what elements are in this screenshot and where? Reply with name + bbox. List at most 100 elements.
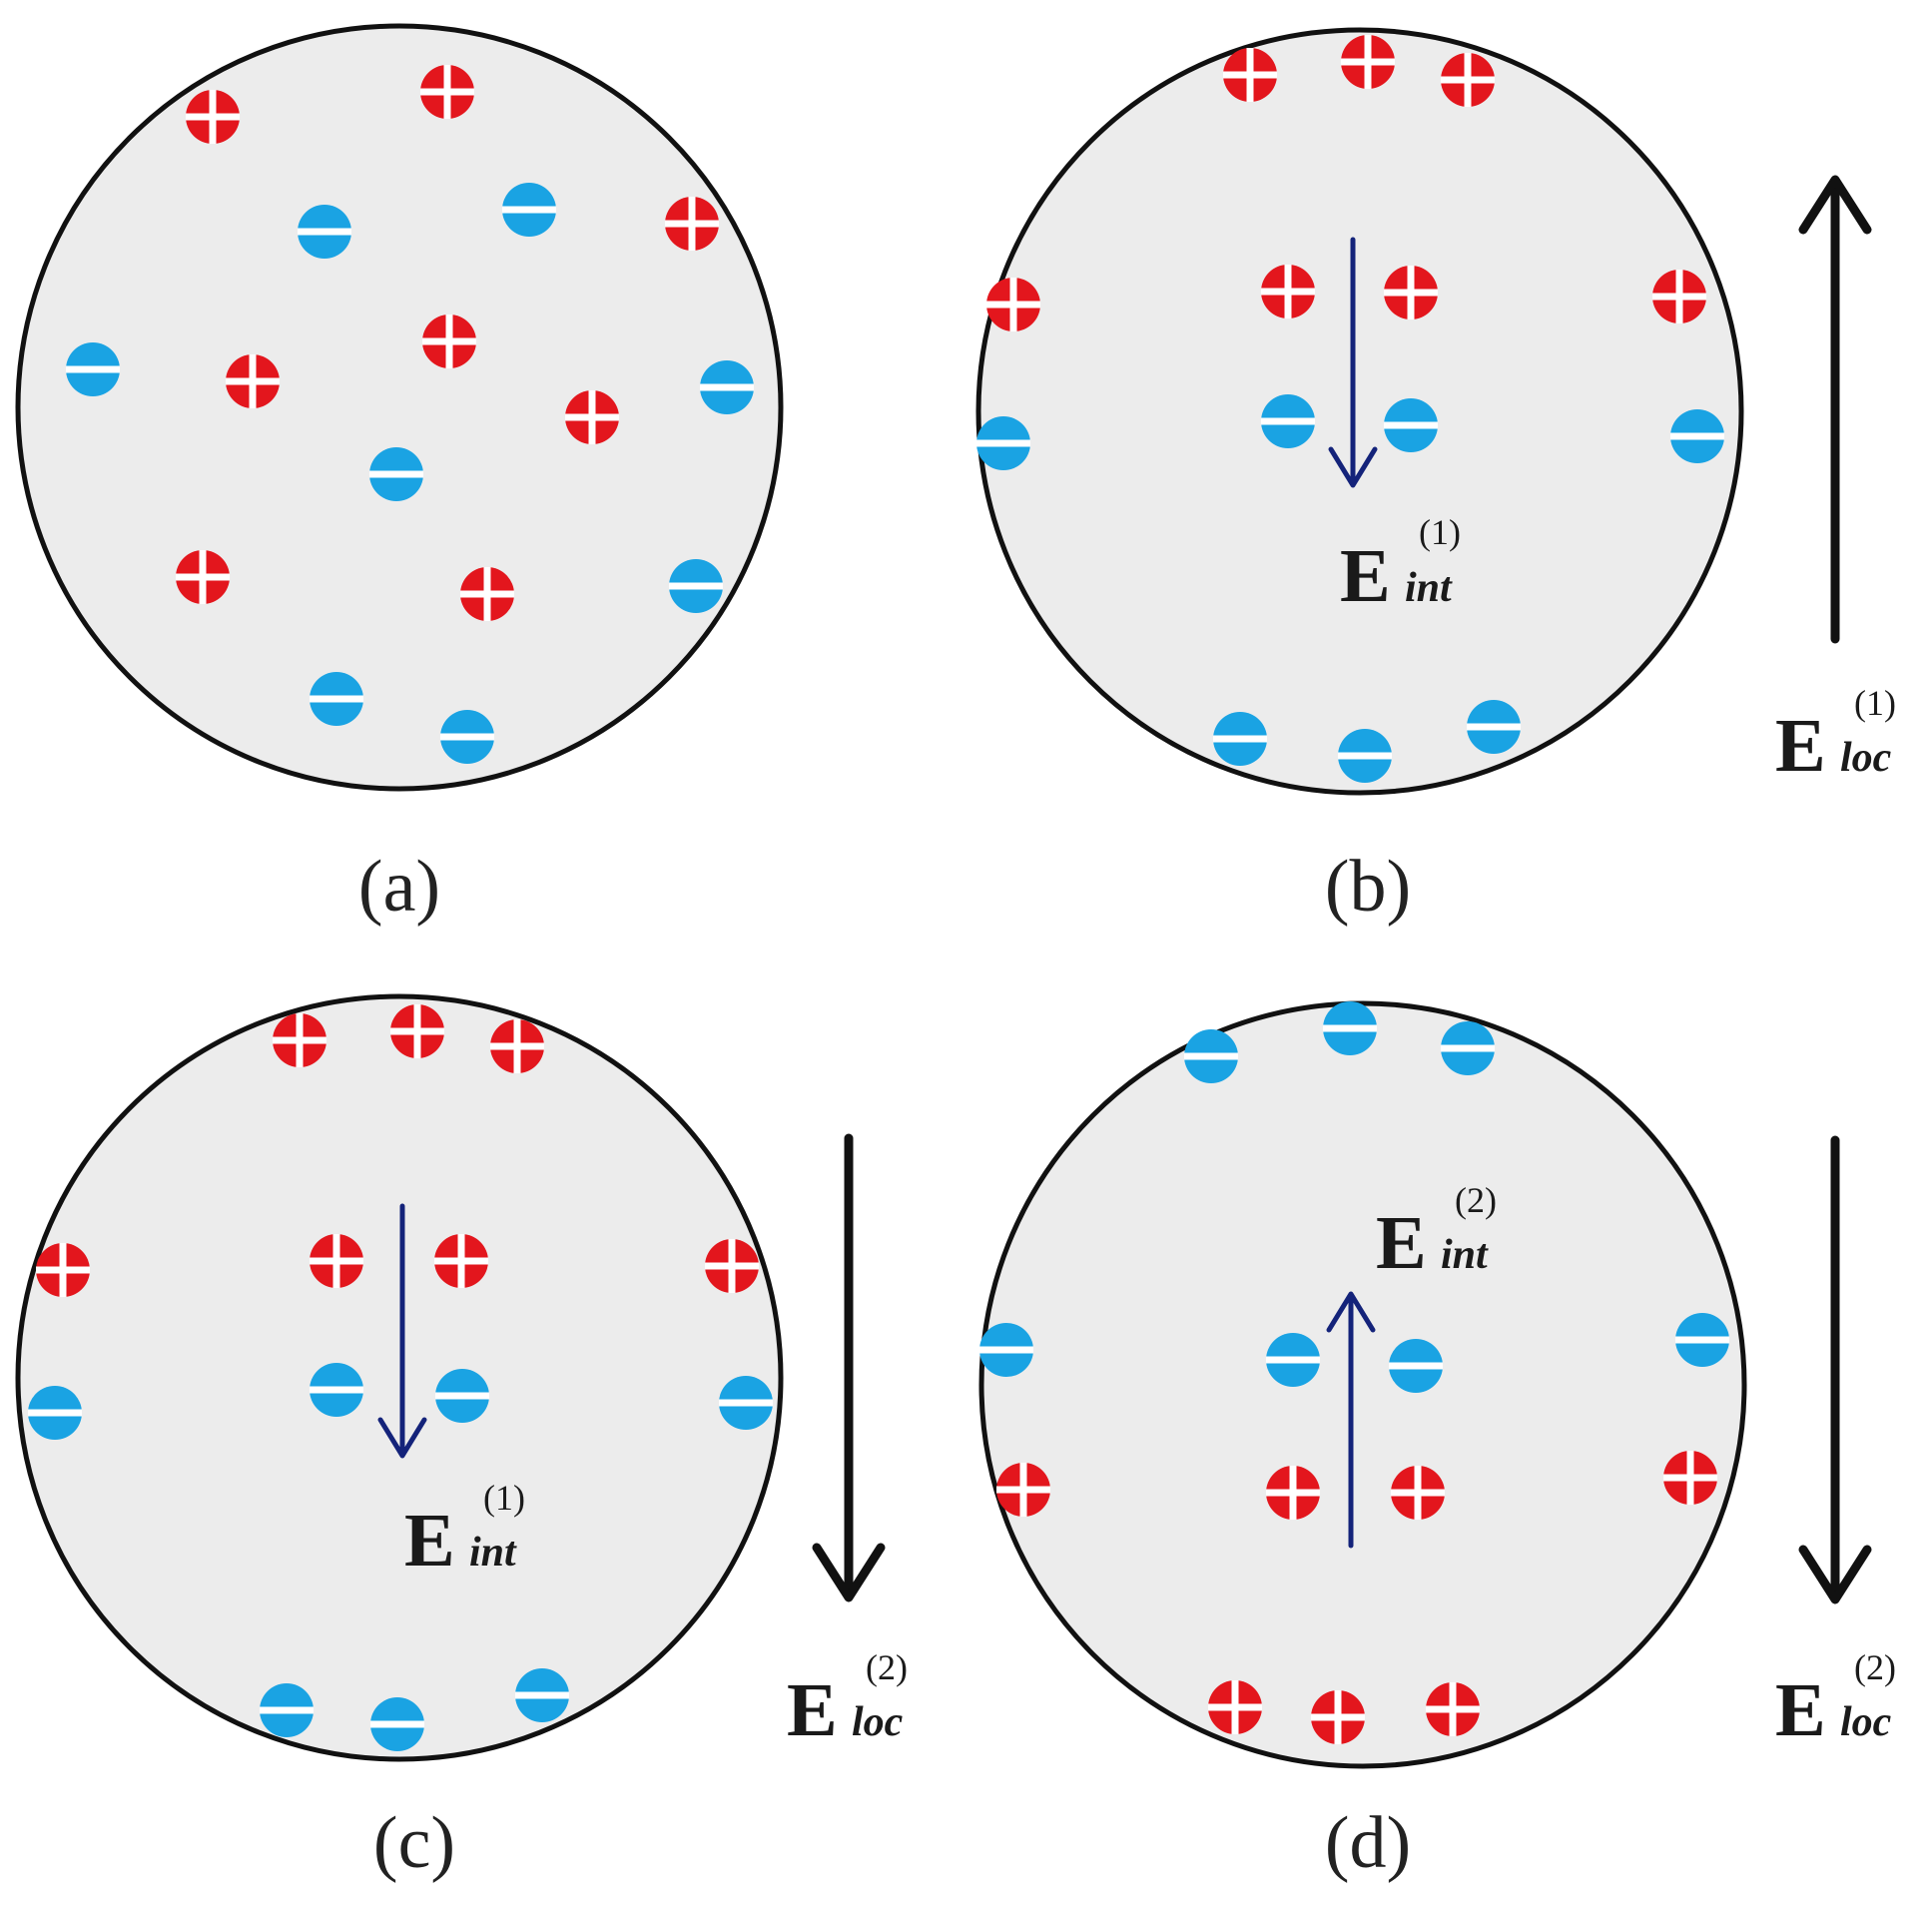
minus-circle-icon <box>1441 1021 1495 1075</box>
particle-disc <box>15 993 784 1762</box>
plus-circle-icon <box>665 197 719 251</box>
panel-d: E int (2) E loc (2) (d) <box>978 1000 1896 1884</box>
panel-label: (c) <box>373 1802 455 1884</box>
panel-label: (b) <box>1325 846 1411 928</box>
plus-circle-icon <box>186 90 240 144</box>
plus-circle-icon <box>490 1019 544 1073</box>
panel-b: E int (1) E loc (1) (b) <box>975 27 1896 928</box>
plus-circle-icon <box>1341 35 1395 89</box>
minus-circle-icon <box>1338 729 1392 783</box>
local-field-label: E loc (2) <box>787 1647 908 1752</box>
svg-text:(2): (2) <box>866 1647 908 1687</box>
minus-circle-icon <box>260 1683 314 1737</box>
panel-a: (a) <box>15 23 784 928</box>
minus-circle-icon <box>979 1323 1033 1377</box>
internal-field-arrow <box>377 1203 427 1459</box>
panel-c: E int (1) E loc (2) (c) <box>15 993 908 1884</box>
svg-text:E: E <box>1340 534 1391 618</box>
svg-text:E: E <box>1376 1201 1427 1285</box>
minus-circle-icon <box>435 1369 489 1423</box>
minus-circle-icon <box>700 360 754 414</box>
svg-text:(1): (1) <box>1419 512 1461 552</box>
svg-text:E: E <box>787 1668 838 1752</box>
plus-circle-icon <box>273 1013 326 1067</box>
svg-text:(2): (2) <box>1455 1180 1497 1220</box>
minus-circle-icon <box>1323 1001 1377 1055</box>
plus-circle-icon <box>176 550 230 604</box>
minus-circle-icon <box>298 205 351 259</box>
internal-field-arrow <box>1326 1291 1376 1549</box>
plus-circle-icon <box>1426 1682 1480 1736</box>
panel-label: (a) <box>358 846 440 928</box>
minus-circle-icon <box>719 1376 773 1430</box>
charges <box>979 1001 1729 1744</box>
minus-circle-icon <box>1384 398 1438 452</box>
minus-circle-icon <box>515 1668 569 1722</box>
svg-text:int: int <box>469 1530 517 1576</box>
minus-circle-icon <box>1266 1333 1320 1387</box>
plus-circle-icon <box>226 354 280 408</box>
minus-circle-icon <box>440 710 494 764</box>
charges <box>28 1004 773 1751</box>
plus-circle-icon <box>565 390 619 444</box>
svg-text:loc: loc <box>1840 1699 1892 1745</box>
plus-circle-icon <box>36 1243 90 1297</box>
svg-text:(1): (1) <box>483 1478 525 1518</box>
svg-text:int: int <box>1405 565 1453 611</box>
plus-circle-icon <box>390 1004 444 1058</box>
charges <box>66 65 754 764</box>
plus-circle-icon <box>1223 48 1277 102</box>
svg-text:(1): (1) <box>1854 683 1896 723</box>
plus-circle-icon <box>1391 1466 1445 1520</box>
minus-circle-icon <box>310 672 363 726</box>
internal-field-label: E int (1) <box>404 1478 525 1583</box>
plus-circle-icon <box>1208 1680 1262 1734</box>
local-field-arrow <box>1798 1135 1872 1604</box>
minus-circle-icon <box>1675 1313 1729 1367</box>
plus-circle-icon <box>1261 265 1315 318</box>
svg-text:int: int <box>1441 1232 1489 1278</box>
minus-circle-icon <box>28 1386 82 1440</box>
plus-circle-icon <box>1384 266 1438 319</box>
plus-circle-icon <box>1441 53 1495 107</box>
charges <box>976 35 1724 783</box>
plus-circle-icon <box>705 1239 759 1293</box>
particle-disc <box>15 23 784 792</box>
internal-field-label: E int (1) <box>1340 512 1461 618</box>
local-field-arrow <box>1798 175 1872 644</box>
minus-circle-icon <box>1213 712 1267 766</box>
minus-circle-icon <box>370 1697 424 1751</box>
particle-disc <box>975 27 1744 796</box>
minus-circle-icon <box>1261 394 1315 448</box>
minus-circle-icon <box>66 342 120 396</box>
panel-label: (d) <box>1325 1802 1411 1884</box>
plus-circle-icon <box>310 1234 363 1288</box>
plus-circle-icon <box>460 567 514 621</box>
plus-circle-icon <box>422 315 476 368</box>
minus-circle-icon <box>369 447 423 501</box>
plus-circle-icon <box>1311 1690 1365 1744</box>
plus-circle-icon <box>1663 1451 1717 1505</box>
minus-circle-icon <box>1467 700 1521 754</box>
plus-circle-icon <box>1266 1466 1320 1520</box>
plus-circle-icon <box>996 1463 1050 1517</box>
plus-circle-icon <box>434 1234 488 1288</box>
plus-circle-icon <box>420 65 474 119</box>
minus-circle-icon <box>502 183 556 237</box>
internal-field-label: E int (2) <box>1376 1180 1497 1285</box>
minus-circle-icon <box>976 416 1030 470</box>
particle-disc <box>978 1000 1747 1769</box>
svg-text:loc: loc <box>852 1699 904 1745</box>
svg-text:E: E <box>404 1499 455 1583</box>
minus-circle-icon <box>310 1363 363 1417</box>
plus-circle-icon <box>1652 270 1706 323</box>
local-field-label: E loc (1) <box>1775 683 1896 788</box>
minus-circle-icon <box>1184 1029 1238 1083</box>
local-field-label: E loc (2) <box>1775 1647 1896 1752</box>
local-field-arrow <box>812 1133 886 1602</box>
internal-field-arrow <box>1328 237 1378 488</box>
minus-circle-icon <box>669 559 723 613</box>
minus-circle-icon <box>1670 409 1724 463</box>
minus-circle-icon <box>1389 1339 1443 1393</box>
